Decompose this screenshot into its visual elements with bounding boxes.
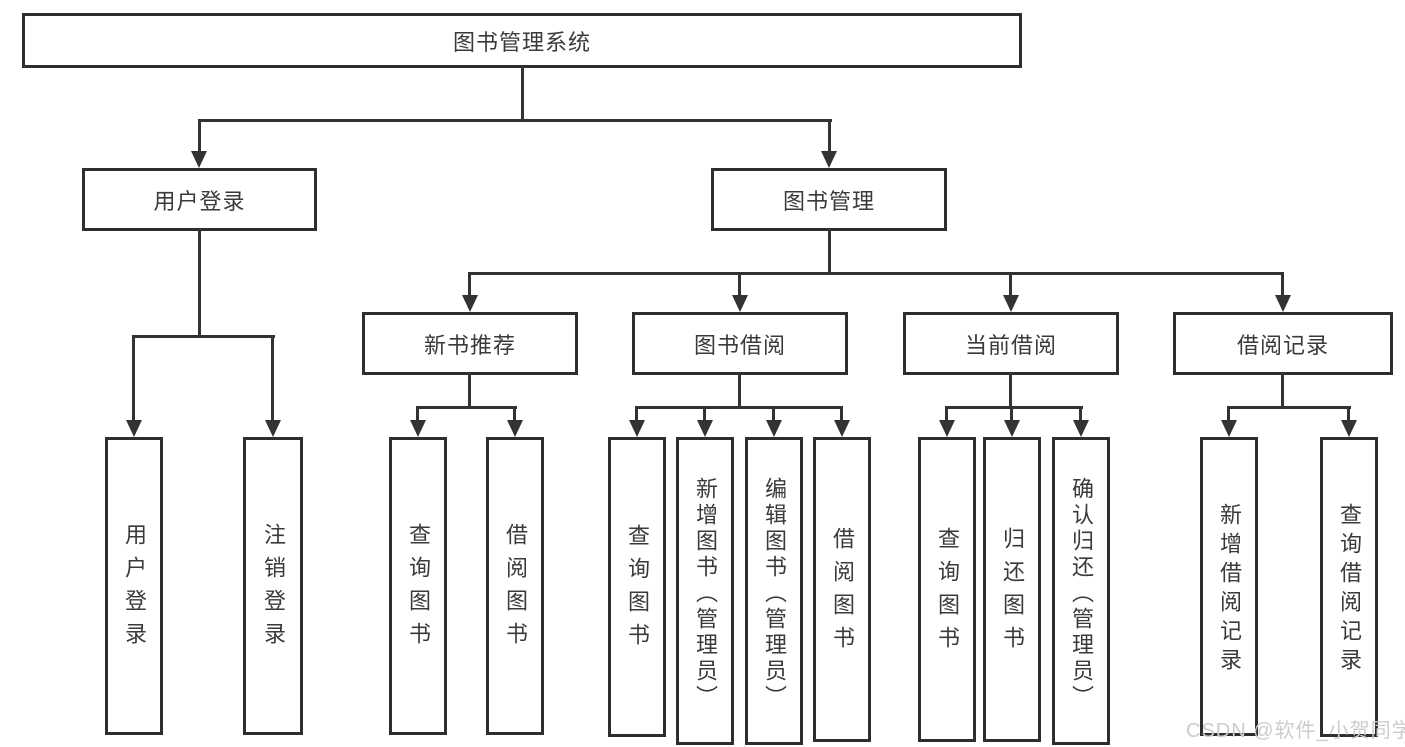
connector-drop-book-borrow <box>738 272 741 295</box>
csdn-watermark: CSDN @软件_小贺同学 <box>1186 720 1405 742</box>
arrowhead-leaf <box>1073 420 1089 437</box>
leaf-user-login: 用户登录 <box>105 437 163 735</box>
leaf-logout: 注销登录 <box>243 437 303 735</box>
connector-drop-logout-leaf <box>271 335 274 420</box>
connector-drop-leaf <box>703 406 706 420</box>
connector-current-borrow-branch <box>945 406 1083 409</box>
leaf-add-books-admin: 新增图书（管理员） <box>676 437 734 745</box>
connector-drop-leaf <box>945 406 948 420</box>
arrowhead-login-leaf <box>126 420 142 437</box>
connector-drop-leaf <box>772 406 775 420</box>
connector-new-books-stem <box>468 373 471 406</box>
leaf-confirm-return-admin: 确认归还（管理员） <box>1052 437 1110 745</box>
arrowhead-leaf <box>1341 420 1357 437</box>
node-book-management-branch: 图书管理 <box>711 168 947 231</box>
node-current-borrowing: 当前借阅 <box>903 312 1119 375</box>
leaf-query-books-recommend: 查询图书 <box>389 437 447 735</box>
connector-book-borrow-branch <box>635 406 843 409</box>
leaf-query-books-current: 查询图书 <box>918 437 976 742</box>
connector-borrow-records-stem <box>1281 373 1284 406</box>
leaf-return-books: 归还图书 <box>983 437 1041 742</box>
connector-book-mgmt-branch <box>468 272 1284 275</box>
arrowhead-leaf <box>1004 420 1020 437</box>
connector-drop-leaf <box>840 406 843 420</box>
connector-new-books-branch <box>416 406 517 409</box>
connector-current-borrow-stem <box>1009 373 1012 406</box>
connector-root-branch <box>198 119 832 122</box>
node-new-book-recommend: 新书推荐 <box>362 312 578 375</box>
arrowhead-user-login <box>191 151 207 168</box>
leaf-borrow-books-recommend: 借阅图书 <box>486 437 544 735</box>
node-borrowing-records: 借阅记录 <box>1173 312 1393 375</box>
arrowhead-borrow-records <box>1275 295 1291 312</box>
connector-drop-leaf <box>1079 406 1082 420</box>
leaf-edit-books-admin: 编辑图书（管理员） <box>745 437 803 745</box>
connector-drop-current-borrow <box>1009 272 1012 295</box>
node-library-management-system: 图书管理系统 <box>22 13 1022 68</box>
connector-drop-borrow-records <box>1281 272 1284 295</box>
connector-drop-leaf <box>513 406 516 420</box>
connector-root-stem <box>521 66 524 119</box>
connector-drop-new-books <box>468 272 471 295</box>
arrowhead-book-mgmt <box>821 151 837 168</box>
connector-drop-leaf <box>1227 406 1230 420</box>
arrowhead-book-borrow <box>732 295 748 312</box>
connector-drop-leaf <box>1347 406 1350 420</box>
connector-drop-book-mgmt <box>828 119 831 151</box>
connector-book-mgmt-stem <box>828 229 831 272</box>
arrowhead-leaf <box>1221 420 1237 437</box>
arrowhead-leaf <box>939 420 955 437</box>
connector-book-borrow-stem <box>738 373 741 406</box>
arrowhead-leaf <box>834 420 850 437</box>
node-book-borrowing: 图书借阅 <box>632 312 848 375</box>
arrowhead-leaf <box>507 420 523 437</box>
arrowhead-current-borrow <box>1003 295 1019 312</box>
connector-borrow-records-branch <box>1227 406 1351 409</box>
arrowhead-leaf <box>410 420 426 437</box>
connector-drop-leaf <box>416 406 419 420</box>
connector-drop-login-leaf <box>132 335 135 420</box>
connector-drop-user-login <box>198 119 201 151</box>
leaf-add-borrow-record: 新增借阅记录 <box>1200 437 1258 736</box>
connector-user-login-branch <box>132 335 275 338</box>
arrowhead-leaf <box>697 420 713 437</box>
arrowhead-logout-leaf <box>265 420 281 437</box>
connector-drop-leaf <box>1010 406 1013 420</box>
leaf-query-books-borrowing: 查询图书 <box>608 437 666 737</box>
arrowhead-leaf <box>766 420 782 437</box>
leaf-borrow-books: 借阅图书 <box>813 437 871 742</box>
arrowhead-leaf <box>629 420 645 437</box>
connector-user-login-stem <box>198 229 201 335</box>
connector-drop-leaf <box>635 406 638 420</box>
node-user-login-branch: 用户登录 <box>82 168 317 231</box>
leaf-query-borrow-record: 查询借阅记录 <box>1320 437 1378 737</box>
arrowhead-new-books <box>462 295 478 312</box>
